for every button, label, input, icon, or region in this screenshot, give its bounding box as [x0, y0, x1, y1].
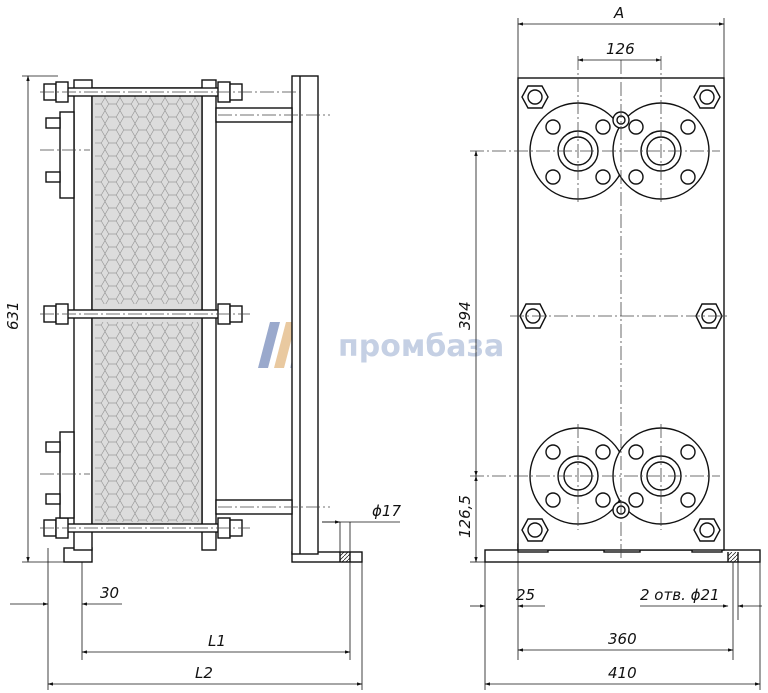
label-L1: L1	[208, 632, 226, 650]
dim-25	[470, 550, 545, 690]
dim-L1	[81, 562, 351, 660]
flange-stud-nuts	[545, 119, 696, 508]
rear-foot	[291, 551, 363, 563]
dim-30	[10, 548, 122, 690]
label-A: A	[613, 4, 624, 22]
plate-pack-lower-pattern	[95, 322, 199, 522]
frame-bolts	[519, 85, 723, 542]
base-hole-section	[728, 552, 738, 562]
lower-port-flange	[59, 431, 75, 519]
dim-126-5	[470, 475, 485, 563]
dim-2-holes-phi21	[640, 562, 762, 660]
dim-410	[484, 562, 761, 690]
label-126: 126	[606, 40, 635, 58]
watermark-text: промбаза	[338, 329, 504, 364]
side-centerlines	[40, 91, 330, 529]
dim-A	[517, 18, 725, 78]
side-view	[10, 75, 400, 690]
front-centerlines	[470, 56, 730, 560]
label-394: 394	[456, 301, 474, 330]
dim-631	[22, 75, 64, 563]
dim-L2	[47, 562, 363, 690]
label-631: 631	[4, 301, 22, 330]
label-2-holes-phi21: 2 отв. ϕ21	[640, 586, 720, 604]
label-phi17: ϕ17	[372, 502, 401, 520]
label-410: 410	[608, 664, 637, 682]
label-25: 25	[516, 586, 535, 604]
rear-column	[291, 75, 319, 555]
label-126-5: 126,5	[456, 495, 474, 538]
dim-phi17	[322, 520, 400, 552]
flange-studs	[45, 117, 61, 505]
foot-hole-section	[340, 552, 350, 562]
plate-pack-upper-pattern	[95, 92, 199, 304]
upper-port-flange	[59, 111, 75, 199]
label-L2: L2	[195, 664, 213, 682]
label-30: 30	[100, 584, 119, 602]
label-360: 360	[608, 630, 637, 648]
front-view	[470, 18, 762, 690]
